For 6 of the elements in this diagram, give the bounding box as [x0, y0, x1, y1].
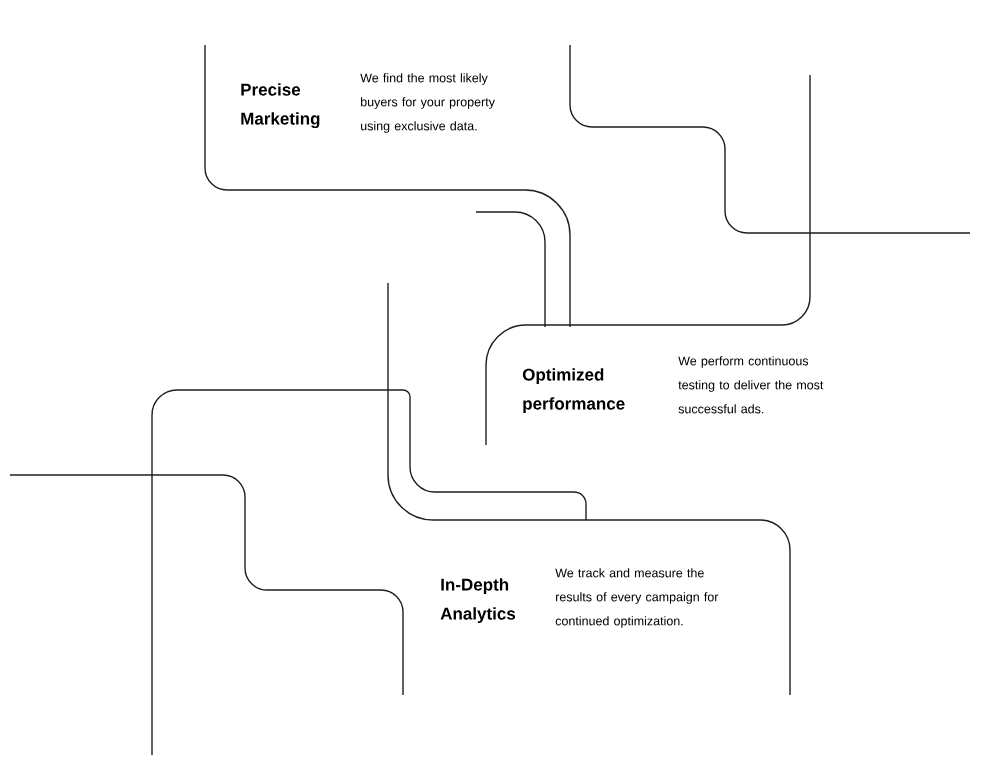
feature-description: We perform continuous testing to deliver the most successful ads. — [678, 356, 824, 414]
feature-heading: Precise Marketing — [241, 83, 320, 129]
feature-heading: In-Depth Analytics — [440, 578, 516, 624]
feature-description: We track and measure the results of every campaign for continued optimization. — [555, 568, 719, 628]
feature-heading: Optimized performance — [522, 368, 625, 414]
feature-description: We find the most likely buyers for your property using exclusive data. — [360, 73, 495, 133]
